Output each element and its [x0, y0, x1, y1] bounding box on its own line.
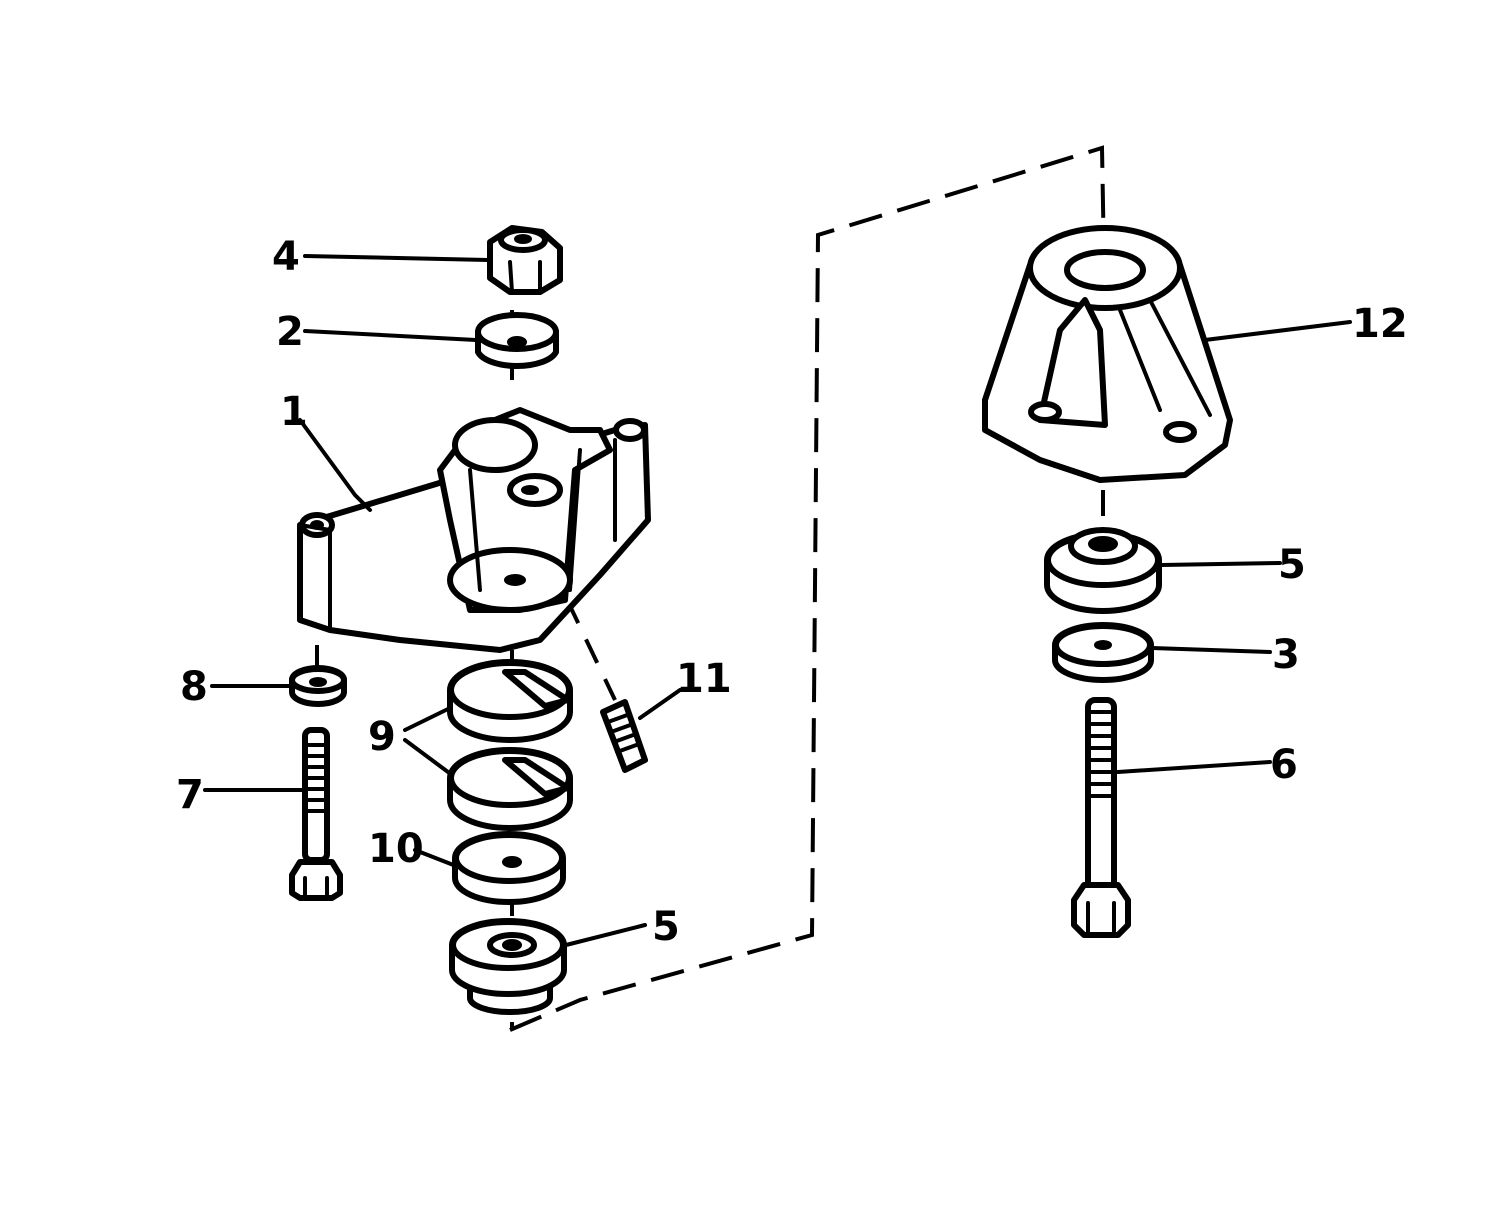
callouts: 4 2 1 8 7 9 10 5 11 12 5 3 6 — [176, 234, 1408, 950]
callout-11: 11 — [676, 656, 732, 702]
washer-part-3 — [1052, 622, 1154, 683]
callout-12: 12 — [1352, 301, 1408, 347]
callout-4: 4 — [272, 234, 300, 280]
assembly-outline — [509, 145, 1106, 1032]
callout-10: 10 — [368, 826, 424, 872]
bolt-part-7 — [289, 727, 343, 901]
callout-8: 8 — [180, 664, 208, 710]
isolator-part-5-right — [1044, 527, 1162, 614]
cone-mount-part-12 — [982, 225, 1233, 483]
callout-5-left: 5 — [652, 904, 680, 950]
callout-1: 1 — [280, 389, 308, 435]
washer-part-10 — [452, 831, 566, 905]
shims-part-9 — [447, 659, 573, 831]
hex-nut-part-4 — [487, 225, 563, 295]
small-washer-part-8 — [289, 665, 347, 707]
bolt-part-6 — [1071, 697, 1131, 938]
callout-3: 3 — [1272, 632, 1300, 678]
leader-lines — [203, 254, 1352, 947]
mounting-bracket-part-1 — [297, 407, 651, 653]
washer-part-2 — [475, 312, 559, 369]
callout-2: 2 — [276, 309, 304, 355]
set-screw-part-11 — [600, 699, 648, 773]
callout-7: 7 — [176, 772, 204, 818]
isolator-part-5-left — [449, 918, 567, 1015]
callout-9: 9 — [368, 714, 396, 760]
callout-5-right: 5 — [1278, 542, 1306, 588]
callout-6: 6 — [1270, 742, 1298, 788]
